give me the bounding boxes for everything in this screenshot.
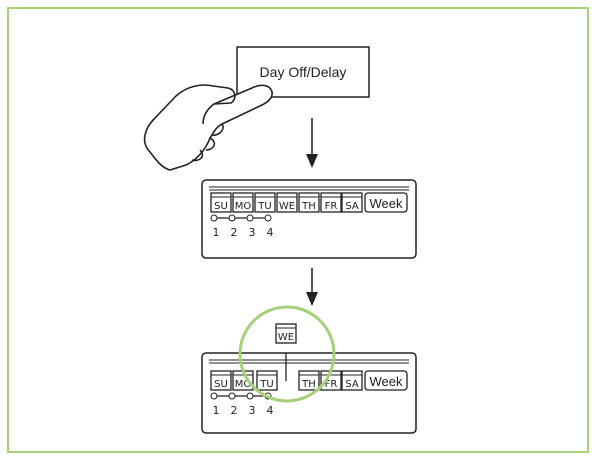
raised-day-label: WE [278, 332, 294, 343]
day-label: SA [345, 201, 359, 212]
week-box [364, 370, 408, 391]
day-label: SU [214, 379, 228, 390]
day-label: TH [301, 201, 316, 212]
day-box-th: TH [298, 192, 320, 213]
week-label: Week [370, 196, 403, 211]
display-panel-1: SU MO TU WE TH FR SA Week 1 2 3 4 [201, 179, 417, 259]
day-label: TU [257, 201, 271, 212]
number-2: 2 [231, 226, 238, 239]
day-off-delay-label: Day Off/Delay [260, 64, 347, 80]
pointing-hand-icon [143, 84, 273, 171]
day-label: TH [301, 379, 316, 390]
number-4: 4 [267, 404, 274, 417]
number-1: 1 [213, 226, 220, 239]
day-box-sa: SA [341, 370, 363, 391]
week-label: Week [370, 374, 403, 389]
day-box-su: SU [210, 192, 232, 213]
number-3: 3 [249, 404, 256, 417]
day-label: MO [235, 201, 252, 212]
day-label: FR [325, 201, 338, 212]
day-box-fr: FR [320, 192, 342, 213]
day-label: WE [279, 201, 295, 212]
day-box-we: WE [276, 192, 298, 213]
day-box-th: TH [298, 370, 320, 391]
day-label: TU [259, 379, 273, 390]
number-3: 3 [249, 226, 256, 239]
week-box [364, 192, 408, 213]
day-label: SU [214, 201, 228, 212]
number-1: 1 [213, 404, 220, 417]
day-label: MO [235, 379, 252, 390]
day-box-sa: SA [341, 192, 363, 213]
day-box-su: SU [210, 370, 232, 391]
number-2: 2 [231, 404, 238, 417]
arrow-down-icon [306, 268, 318, 306]
day-box-mo: MO [232, 192, 254, 213]
day-box-mo: MO [232, 370, 254, 391]
day-box-tu: TU [256, 370, 278, 391]
highlight-zoom: WE [238, 305, 336, 403]
day-label: FR [325, 379, 338, 390]
arrow-down-icon [306, 118, 318, 168]
number-4: 4 [267, 226, 274, 239]
day-box-tu: TU [254, 192, 276, 213]
day-label: SA [345, 379, 359, 390]
display-panel-2: SU MO TU TH FR SA Week 1 2 3 4 [201, 352, 417, 434]
